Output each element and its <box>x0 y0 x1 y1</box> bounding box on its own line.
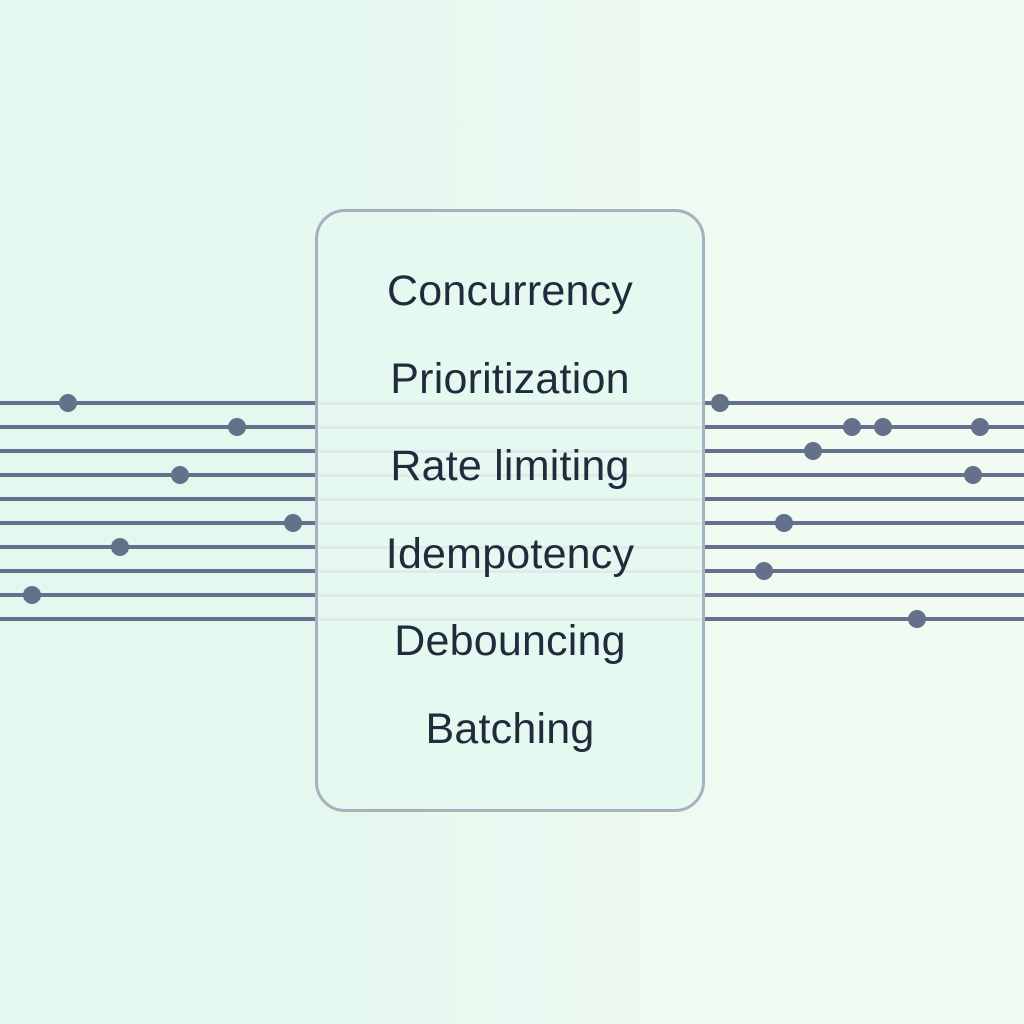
card-inner-line <box>318 426 702 429</box>
card-item-label: Prioritization <box>390 354 630 403</box>
card-inner-line <box>318 498 702 501</box>
card-item-label: Idempotency <box>385 529 635 578</box>
flow-dot <box>711 394 729 412</box>
flow-dot <box>775 514 793 532</box>
card-item-label: Debouncing <box>394 617 626 666</box>
flow-dot <box>755 562 773 580</box>
flow-dot <box>843 418 861 436</box>
flow-dot <box>971 418 989 436</box>
flow-dot <box>874 418 892 436</box>
card-item-label: Batching <box>425 704 595 753</box>
card-inner-line <box>318 522 702 525</box>
flow-dot <box>228 418 246 436</box>
flow-dot <box>111 538 129 556</box>
flow-dot <box>964 466 982 484</box>
flow-dot <box>171 466 189 484</box>
card-item-label: Concurrency <box>387 267 633 316</box>
concepts-card: Concurrency Prioritization Rate limiting… <box>315 209 705 812</box>
flow-dot <box>908 610 926 628</box>
flow-dot <box>804 442 822 460</box>
card-inner-line <box>318 594 702 597</box>
flow-dot <box>23 586 41 604</box>
flow-dot <box>284 514 302 532</box>
card-item-label: Rate limiting <box>390 442 630 491</box>
flow-dot <box>59 394 77 412</box>
